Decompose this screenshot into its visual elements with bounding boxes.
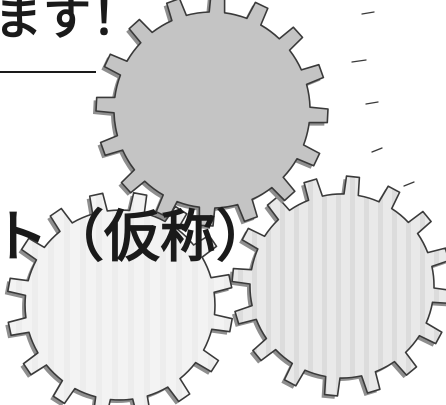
headline-underline	[0, 71, 96, 73]
gear-top	[93, 0, 329, 229]
motion-lines	[351, 11, 415, 187]
gear-right	[229, 175, 446, 399]
gear-left	[4, 192, 233, 405]
headline-bottom: ト（仮称）	[0, 205, 272, 270]
headline-top: ます！	[0, 0, 142, 46]
